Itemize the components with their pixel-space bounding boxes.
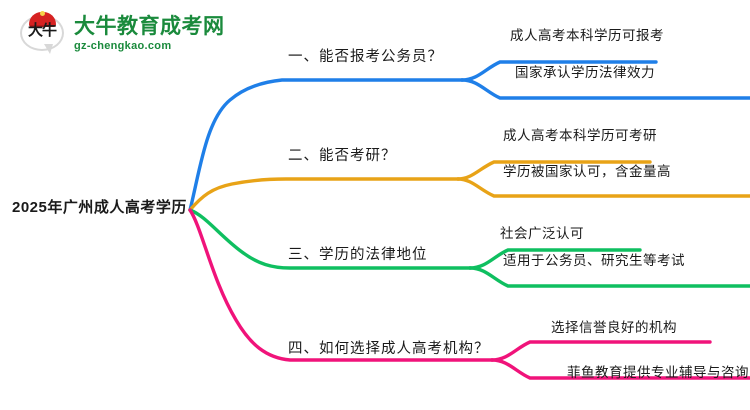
leaf-node-4-1: 选择信誉良好的机构 bbox=[551, 320, 677, 335]
leaf-node-3-1: 社会广泛认可 bbox=[500, 226, 584, 241]
graduation-cap-icon bbox=[29, 12, 56, 27]
speech-bubble-tail-icon bbox=[44, 44, 53, 54]
logo-site-name: 大牛教育成考网 bbox=[74, 15, 225, 38]
logo-mark-label: 大牛 bbox=[27, 22, 57, 39]
branch-node-4: 四、如何选择成人高考机构？ bbox=[288, 341, 490, 357]
logo-domain: gz-chengkao.com bbox=[74, 40, 172, 52]
branch-node-1: 一、能否报考公务员？ bbox=[288, 49, 443, 65]
branch-line-3 bbox=[188, 208, 472, 270]
cap-dot-icon bbox=[40, 11, 45, 16]
branch-line-1 bbox=[188, 78, 464, 212]
branch-node-2: 二、能否考研？ bbox=[288, 148, 397, 164]
branch-line-4 bbox=[188, 208, 494, 362]
branch-fork-4-top bbox=[490, 340, 712, 362]
leaf-node-2-2: 学历被国家认可，含金量高 bbox=[503, 164, 671, 179]
branch-fork-3-bottom bbox=[468, 266, 750, 288]
logo-mark-icon: 大牛 bbox=[18, 11, 66, 57]
leaf-node-4-2: 菲鱼教育提供专业辅导与咨询 bbox=[567, 365, 749, 380]
site-logo[interactable]: 大牛 大牛教育成考网 gz-chengkao.com bbox=[18, 8, 248, 60]
branch-fork-1-bottom bbox=[460, 78, 750, 100]
branch-line-2 bbox=[188, 177, 460, 212]
leaf-node-3-2: 适用于公务员、研究生等考试 bbox=[503, 253, 685, 268]
leaf-node-2-1: 成人高考本科学历可考研 bbox=[503, 128, 657, 143]
mindmap-root-node: 2025年广州成人高考学历 bbox=[12, 199, 187, 216]
leaf-node-1-2: 国家承认学历法律效力 bbox=[515, 65, 655, 80]
logo-text-block: 大牛教育成考网 gz-chengkao.com bbox=[74, 15, 225, 53]
branch-fork-4-bottom bbox=[490, 358, 750, 380]
branch-node-3: 三、学历的法律地位 bbox=[288, 247, 428, 263]
leaf-node-1-1: 成人高考本科学历可报考 bbox=[510, 28, 664, 43]
branch-fork-2-bottom bbox=[456, 177, 750, 198]
